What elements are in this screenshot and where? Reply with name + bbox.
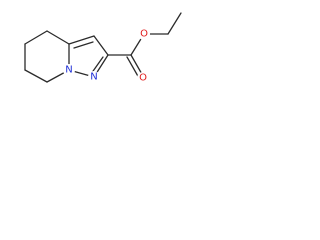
bond [24,69,48,83]
atom-label-n1: N [63,64,75,76]
piperidine-ring [24,30,70,83]
bond [46,30,70,45]
nitrogen-label: N [65,65,72,76]
ethyl-ester-group [107,12,182,79]
bond [126,56,140,79]
bond [68,35,95,45]
atom-label-o2: O [137,72,149,84]
atom-label-n2: N [88,71,100,83]
bond [167,12,182,35]
oxygen-label: O [139,73,147,84]
chemical-structure-diagram: N N O O [24,12,182,84]
bond [93,35,109,56]
nitrogen-label: N [90,72,97,83]
atom-label-o1: O [138,28,150,40]
bond [73,41,94,49]
oxygen-label: O [140,29,148,40]
bond [24,30,48,45]
